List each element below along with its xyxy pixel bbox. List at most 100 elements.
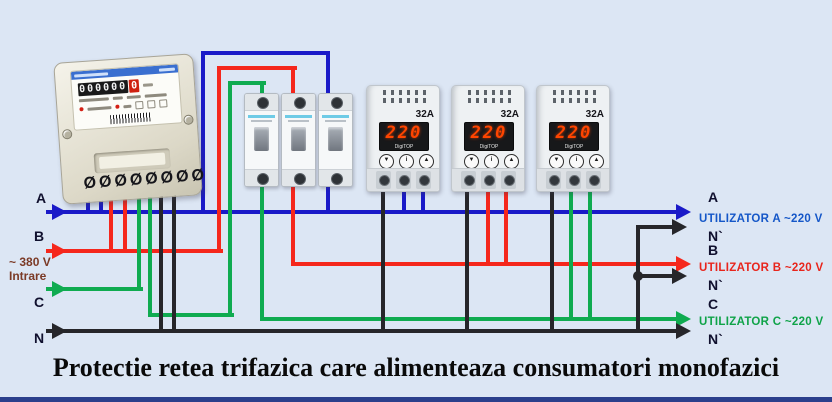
relay-voltage-readout: 220 [470, 123, 508, 143]
relay-terminal [376, 171, 391, 189]
wire-b-loop-top [217, 66, 297, 70]
meter-faceplate: 000000 0 [69, 63, 183, 131]
terminal-screw [293, 97, 306, 109]
input-arrow-n [52, 323, 67, 339]
circuit-breaker-3 [318, 93, 353, 187]
terminal-screw [504, 175, 515, 186]
wire-c-breaker1-out [260, 178, 264, 321]
relay-terminal-block [367, 168, 439, 191]
label-output-phase-b: B [708, 242, 719, 258]
wire-n-bus [46, 329, 678, 333]
terminal-screw [464, 175, 475, 186]
relay-terminal [461, 171, 476, 189]
relay-rating-label: 32A [415, 109, 434, 120]
relay-brand-label: DigiTOP [479, 144, 499, 150]
relay-display: 220 DigiTOP [379, 122, 429, 151]
label-utilizator-c: UTILIZATOR C ~220 V [699, 316, 824, 328]
wire-a-relay1-out [421, 188, 425, 214]
relay-terminal [501, 171, 516, 189]
input-arrow-a [52, 204, 67, 220]
wire-c-relay3-in [569, 188, 573, 321]
label-input-phase-a: A [36, 190, 47, 206]
meter-icon-box [147, 100, 156, 109]
meter-led-red [115, 104, 120, 109]
relay-terminal [566, 171, 581, 189]
meter-brand-bar [74, 71, 109, 78]
label-output-neutral-b: N` [708, 277, 723, 293]
voltage-relay-1: 32A 220 DigiTOP ▼ i ▲ [366, 85, 440, 192]
relay-up-button: ▲ [419, 154, 434, 169]
relay-up-button: ▲ [504, 154, 519, 169]
label-input-voltage: ~ 380 V [9, 255, 51, 269]
relay-rating-label: 32A [500, 109, 519, 120]
relay-down-button: ▼ [464, 154, 479, 169]
relay-terminal [481, 171, 496, 189]
relay-display: 220 DigiTOP [549, 122, 599, 151]
relay-vent-grille [553, 90, 601, 106]
wire-b-meter-terminal-3 [109, 192, 113, 253]
relay-terminal [396, 171, 411, 189]
wire-a-to-breaker3 [326, 51, 330, 97]
breaker-bottom-terminal [282, 169, 315, 186]
breaker-label-bar [288, 120, 309, 122]
wire-c-meter-terminal-5 [137, 192, 141, 291]
diagram-title: Protectie retea trifazica care alimentea… [52, 353, 780, 382]
breaker-label-bar [251, 120, 272, 122]
wire-c-loop-top [228, 81, 266, 85]
terminal-screw [293, 173, 306, 185]
breaker-top-terminal [319, 94, 352, 111]
wire-b-meter-terminal-4 [123, 192, 127, 253]
input-arrow-c [52, 281, 67, 297]
relay-terminal [586, 171, 601, 189]
label-input-neutral: N [34, 330, 45, 346]
wire-b-input-line [46, 249, 223, 253]
relay-vent-grille [468, 90, 516, 106]
label-input-phase-b: B [34, 228, 45, 244]
wire-b-relay2-out [504, 188, 508, 266]
wire-n-branch-a [636, 225, 672, 229]
label-output-phase-c: C [708, 296, 719, 312]
wire-a-loop-left [201, 51, 205, 214]
relay-voltage-readout: 220 [555, 123, 593, 143]
meter-barcode [109, 112, 151, 125]
wire-a-breaker3-out [326, 178, 330, 214]
wire-b-breaker2-out [291, 178, 295, 266]
terminal-screw [399, 175, 410, 186]
meter-brand-bar [158, 67, 176, 72]
relay-brand-label: DigiTOP [394, 144, 414, 150]
label-input-phase-c: C [34, 294, 45, 310]
breaker-top-terminal [245, 94, 278, 111]
terminal-screw [330, 173, 343, 185]
circuit-breaker-2 [281, 93, 316, 187]
wire-n-meter-terminal-7 [159, 192, 163, 333]
relay-rating-label: 32A [585, 109, 604, 120]
wire-c-to-breaker1 [260, 81, 264, 97]
wire-c-mid-line [148, 313, 234, 317]
wire-c-relay3-out [588, 188, 592, 321]
wire-c-output-line [260, 317, 678, 321]
meter-icon-box [159, 99, 168, 108]
terminal-screw [256, 97, 269, 109]
wire-a-loop-top [201, 51, 330, 55]
relay-brand-label: DigiTOP [564, 144, 584, 150]
meter-seal-screw-right [183, 114, 194, 126]
voltage-relay-3: 32A 220 DigiTOP ▼ i ▲ [536, 85, 610, 192]
breaker-label-stripe [248, 115, 275, 118]
terminal-screw [330, 97, 343, 109]
label-output-neutral-a: N` [708, 228, 723, 244]
label-utilizator-b: UTILIZATOR B ~220 V [699, 262, 824, 274]
wire-c-loop-left [228, 81, 232, 317]
breaker-top-terminal [282, 94, 315, 111]
output-arrow-na [672, 219, 687, 235]
meter-text-bar [126, 95, 141, 100]
meter-text-bar [123, 104, 132, 108]
wire-c-input-line [46, 287, 143, 291]
label-output-neutral-c: N` [708, 331, 723, 347]
meter-unit-mark [143, 83, 154, 87]
wire-b-loop-left [217, 66, 221, 253]
breaker-toggle [291, 127, 306, 151]
circuit-breaker-1 [244, 93, 279, 187]
wire-b-output-line [291, 262, 678, 266]
breaker-label-stripe [285, 115, 312, 118]
